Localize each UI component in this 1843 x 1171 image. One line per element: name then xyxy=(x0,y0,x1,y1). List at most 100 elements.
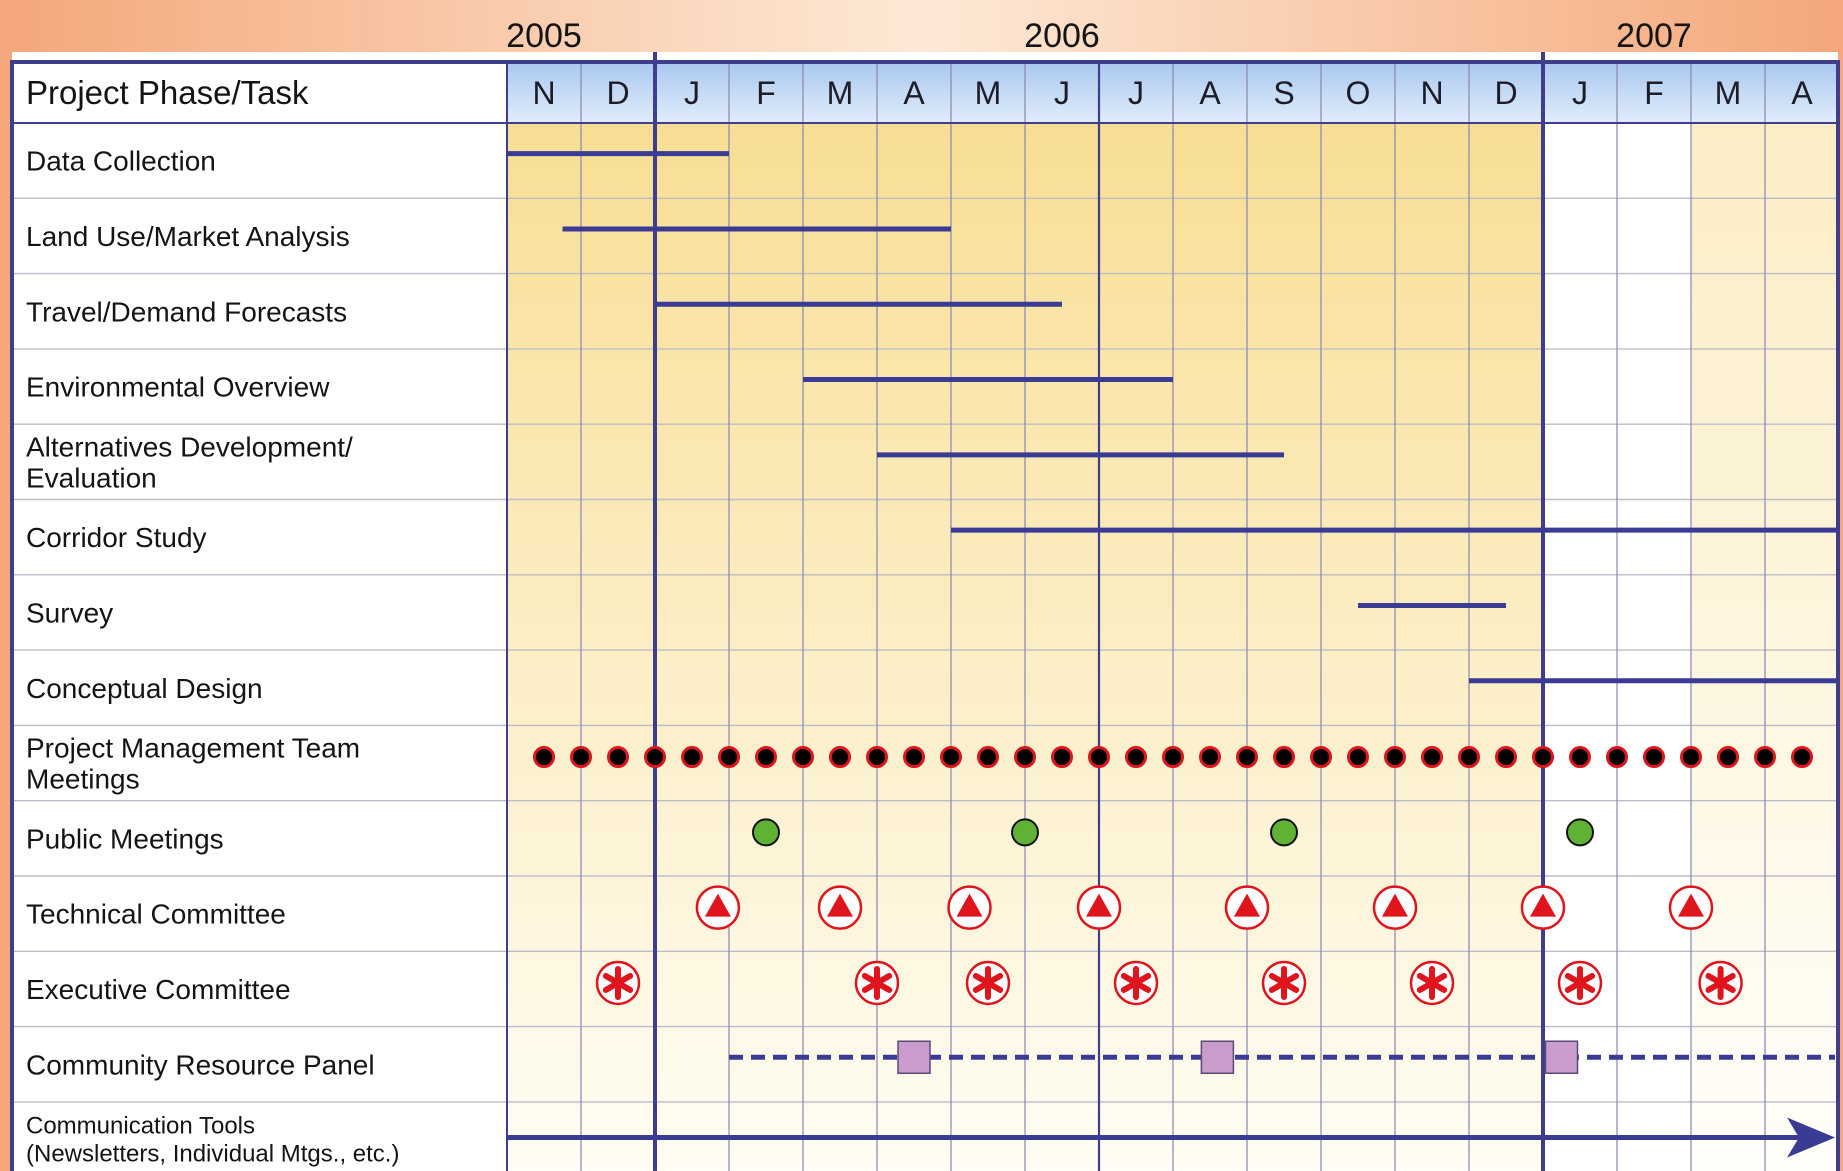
month-header-cell xyxy=(1469,62,1543,123)
month-header-cell xyxy=(729,62,803,123)
team-meeting-dot xyxy=(1680,746,1702,769)
month-label: A xyxy=(1791,75,1813,111)
asterisk-stroke xyxy=(861,972,893,993)
task-label: Public Meetings xyxy=(26,823,224,854)
task-label: Alternatives Development/ xyxy=(26,431,353,462)
technical-committee-triangle xyxy=(956,893,983,917)
task-label: Communication Tools xyxy=(26,1113,255,1140)
public-meeting-marker xyxy=(1270,818,1298,847)
executive-committee-asterisk xyxy=(1120,965,1152,1000)
asterisk-stroke xyxy=(1416,972,1448,993)
team-meeting-dot xyxy=(1273,746,1295,769)
month-header-cell xyxy=(1617,62,1691,123)
month-header-cell xyxy=(1765,62,1839,123)
team-meeting-dot xyxy=(570,746,592,769)
team-meeting-dot xyxy=(755,746,777,769)
public-meeting-marker xyxy=(752,818,780,847)
table-border xyxy=(10,60,1840,1171)
technical-committee-triangle xyxy=(827,893,853,917)
community-panel-square xyxy=(1200,1040,1235,1074)
team-meeting-dot xyxy=(1458,746,1480,769)
team-meeting-dot xyxy=(1606,746,1628,769)
task-label: Technical Committee xyxy=(26,899,286,930)
team-meeting-dot xyxy=(1310,746,1332,769)
month-label: J xyxy=(1128,75,1144,111)
team-meeting-dot xyxy=(1051,746,1073,769)
team-meeting-dot xyxy=(1125,746,1147,769)
team-meeting-dot xyxy=(1421,746,1443,769)
team-meeting-dot xyxy=(1791,746,1813,769)
asterisk-stroke xyxy=(1564,972,1596,993)
task-label: Corridor Study xyxy=(26,522,207,553)
task-label: Survey xyxy=(26,597,113,628)
task-label: Environmental Overview xyxy=(26,372,330,403)
task-label: Executive Committee xyxy=(26,974,291,1005)
public-meeting-marker xyxy=(1011,818,1039,847)
team-meeting-dot xyxy=(681,746,703,769)
month-label: N xyxy=(1420,75,1443,111)
asterisk-stroke xyxy=(602,972,634,993)
month-label: F xyxy=(1644,75,1664,111)
asterisk-stroke xyxy=(972,972,1004,993)
team-meeting-dot xyxy=(1236,746,1258,769)
technical-committee-triangle xyxy=(1382,893,1408,917)
community-panel-square xyxy=(1544,1040,1579,1074)
month-label: O xyxy=(1346,75,1371,111)
month-header-cell xyxy=(1099,62,1173,123)
asterisk-stroke xyxy=(1705,972,1736,993)
month-header-cell xyxy=(507,62,581,123)
team-meeting-dot xyxy=(644,746,666,769)
task-label: Meetings xyxy=(26,764,140,795)
year-label: 2006 xyxy=(1024,17,1100,55)
community-panel-square xyxy=(897,1040,931,1074)
task-label: Evaluation xyxy=(26,462,157,493)
task-label: Land Use/Market Analysis xyxy=(26,221,350,252)
team-meeting-dot xyxy=(940,746,962,769)
header-label: Project Phase/Task xyxy=(26,74,309,111)
month-label: F xyxy=(756,75,776,111)
team-meeting-dot xyxy=(792,746,814,769)
month-header-cell xyxy=(1395,62,1469,123)
executive-committee-asterisk xyxy=(1268,965,1300,1000)
team-meeting-dot xyxy=(1088,746,1110,769)
month-header-cell xyxy=(803,62,877,123)
technical-committee-triangle xyxy=(1678,893,1704,917)
team-meeting-dot xyxy=(1347,746,1369,769)
month-header-cell xyxy=(951,62,1025,123)
team-meeting-dot xyxy=(1495,746,1517,769)
month-label: M xyxy=(975,75,1002,111)
month-label: D xyxy=(1494,75,1517,111)
month-header-cell xyxy=(581,62,655,123)
month-header-cell xyxy=(1321,62,1395,123)
team-meeting-dot xyxy=(1162,746,1184,769)
executive-committee-asterisk xyxy=(861,965,893,1000)
team-meeting-dot xyxy=(829,746,851,769)
month-label: J xyxy=(1054,75,1070,111)
team-meeting-dot xyxy=(903,746,925,769)
year-label: 2005 xyxy=(506,17,582,55)
month-label: S xyxy=(1273,75,1294,111)
month-label: A xyxy=(903,75,925,111)
task-label: Data Collection xyxy=(26,146,216,177)
team-meeting-dot xyxy=(607,746,629,769)
team-meeting-dot xyxy=(866,746,888,769)
team-meeting-dot xyxy=(1569,746,1591,769)
task-label: Project Management Team xyxy=(26,733,360,764)
team-meeting-dot xyxy=(1199,746,1221,769)
executive-committee-asterisk xyxy=(1705,965,1736,1000)
month-header-cell xyxy=(877,62,951,123)
month-label: J xyxy=(1572,75,1588,111)
executive-committee-asterisk xyxy=(602,965,634,1000)
month-label: N xyxy=(532,75,555,111)
month-header-cell xyxy=(1025,62,1099,123)
month-label: M xyxy=(827,75,854,111)
year-label: 2007 xyxy=(1616,17,1692,55)
team-meeting-dot xyxy=(718,746,740,769)
task-label: Travel/Demand Forecasts xyxy=(26,296,347,327)
technical-committee-triangle xyxy=(1086,893,1112,917)
header-label-cell xyxy=(12,62,507,123)
month-label: M xyxy=(1715,75,1742,111)
team-meeting-dot xyxy=(1532,746,1554,769)
